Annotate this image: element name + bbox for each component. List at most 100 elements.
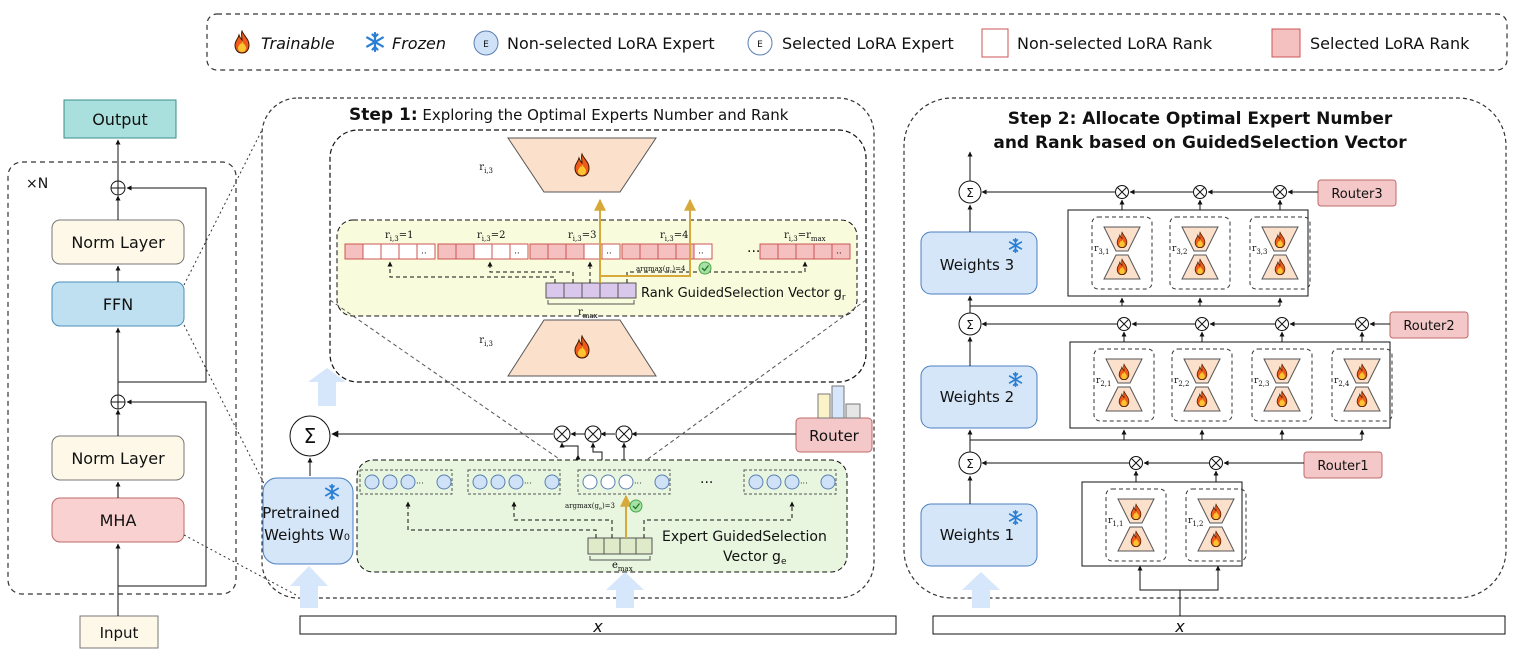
dashed-arrow-rankmax (626, 261, 808, 283)
rank-cell (437, 243, 457, 260)
expert-rank-label: r2,1 (1096, 376, 1111, 388)
rank-label-2: ri,3=2 (477, 230, 505, 243)
rank-bars: ·········· (344, 243, 851, 260)
arrow-x-expert1 (1137, 565, 1181, 616)
expert-dots: ··· (800, 479, 808, 488)
step1-panel: Step 1: Exploring the Optimal Experts Nu… (261, 97, 875, 608)
expert-vector-cell (619, 537, 637, 555)
input-label: Input (100, 624, 139, 642)
rank-vector-cell (545, 282, 565, 299)
rank-vector-cell (581, 282, 601, 299)
dashed-arrow-expertmax (643, 501, 795, 538)
rank-vector-label-sub: r (842, 293, 846, 303)
zoom-line-left (329, 299, 579, 473)
r-top-main: r (479, 162, 484, 173)
rank-ellipsis: ··· (747, 244, 760, 260)
multiply-x (587, 428, 599, 440)
expert-circle (618, 474, 634, 490)
expert-vector-line2-main: Vector g (723, 549, 781, 565)
expert-ellipsis: ··· (700, 475, 713, 491)
expert-circle (784, 474, 800, 490)
multiply-circles (553, 425, 633, 443)
expert-dashed-box (1171, 348, 1233, 422)
expert-circle (436, 474, 452, 490)
rank-label-3: ri,3=3 (568, 230, 596, 243)
rank-label-3-sub: i,3 (573, 235, 582, 243)
rank-cell-ellipsis: ·· (421, 249, 427, 259)
expert-dashed-box (1105, 488, 1167, 562)
x-label-step1: x (592, 617, 603, 636)
rank-cell-ellipsis: ·· (606, 249, 612, 259)
add-circle-mid-plus (111, 395, 125, 409)
expert-vector-line1: Expert GuidedSelection (662, 529, 827, 545)
expert-dots: ··· (634, 479, 642, 488)
router3-box (1317, 179, 1397, 207)
multiply-x (618, 428, 630, 440)
sum-circle (289, 415, 331, 457)
rank-cell (344, 243, 364, 260)
blue-up-arrow-x-mid (606, 572, 644, 608)
expert-vector-line2: Vector ge (723, 549, 787, 567)
histogram-bar (817, 393, 831, 419)
rank-vector-cell (599, 282, 619, 299)
rank-cell-ellipsis: ·· (698, 249, 704, 259)
legend-nonselected-rank: Non-selected LoRA Rank (1017, 34, 1213, 53)
legend-frozen: Frozen (392, 34, 446, 53)
check-icon-mark (632, 503, 641, 510)
expert-circle (382, 474, 398, 490)
rank-cell (473, 243, 493, 260)
weights2-label: Weights 2 (940, 388, 1014, 406)
multiply-x (1357, 319, 1367, 329)
rank-cell (759, 243, 779, 260)
rank-cell (529, 243, 549, 260)
weights1-label: Weights 1 (940, 526, 1014, 544)
legend-expert-glyph: E (483, 40, 489, 50)
legend-nonselected-expert-circle (473, 30, 499, 56)
rank-label-1-main: r (385, 230, 390, 241)
rank-cell (675, 243, 695, 260)
rank-cell (416, 243, 436, 260)
dashed-arrow-expert2 (511, 501, 613, 538)
multiply-x (1275, 187, 1285, 197)
expert-dots: ··· (524, 479, 532, 488)
step1-title-bold: Step 1: (349, 105, 418, 125)
expert-dashed-box (1249, 216, 1311, 290)
r-bottom-label: ri,3 (479, 335, 493, 348)
legend-nonselected-rank-box (981, 28, 1009, 58)
rank-cell (813, 243, 833, 260)
legend-selected-expert: Selected LoRA Expert (782, 34, 954, 53)
expert-circle (820, 474, 836, 490)
rank-selection-panel (336, 219, 858, 317)
step2-border (903, 97, 1507, 599)
expert-dashed-box (1091, 216, 1153, 290)
norm-layer-bottom-label: Norm Layer (71, 449, 165, 468)
e-max-sub: max (618, 565, 633, 573)
multiply-x (1117, 187, 1127, 197)
multiply-x (1131, 458, 1141, 468)
expert-group-box (577, 469, 671, 495)
legend-border (206, 13, 1508, 71)
legend-expert-glyph-2: E (757, 40, 763, 50)
ffn-label: FFN (103, 295, 133, 314)
rank-cell (509, 243, 529, 260)
expert-vector-cell (603, 537, 621, 555)
rank-label-2-val: =2 (491, 230, 506, 241)
expert-rank-label: r2,3 (1254, 376, 1269, 388)
rank-label-max: ri,3=rmax (784, 230, 826, 243)
rank-cell (777, 243, 797, 260)
rank-label-4-main: r (660, 230, 665, 241)
step2-title-line1: Step 2: Allocate Optimal Expert Number (1008, 109, 1393, 129)
argmax-r-main: argmax(g (636, 265, 670, 273)
multiply-x (1119, 319, 1129, 329)
repeat-block-border (7, 161, 237, 595)
argmax-r-sub: r (670, 269, 673, 275)
rank-cell-ellipsis: ·· (836, 249, 842, 259)
x-label-step2: x (1174, 617, 1185, 636)
expert-circle (582, 474, 598, 490)
dashed-arrow-rank1 (387, 261, 556, 283)
legend-trainable: Trainable (261, 34, 335, 53)
expert-dashed-box (1093, 348, 1155, 422)
pretrained-line2: Weights W₀ (264, 526, 350, 544)
legend-selected-expert-circle (747, 30, 773, 56)
sum-symbol-layer3: Σ (966, 186, 974, 200)
